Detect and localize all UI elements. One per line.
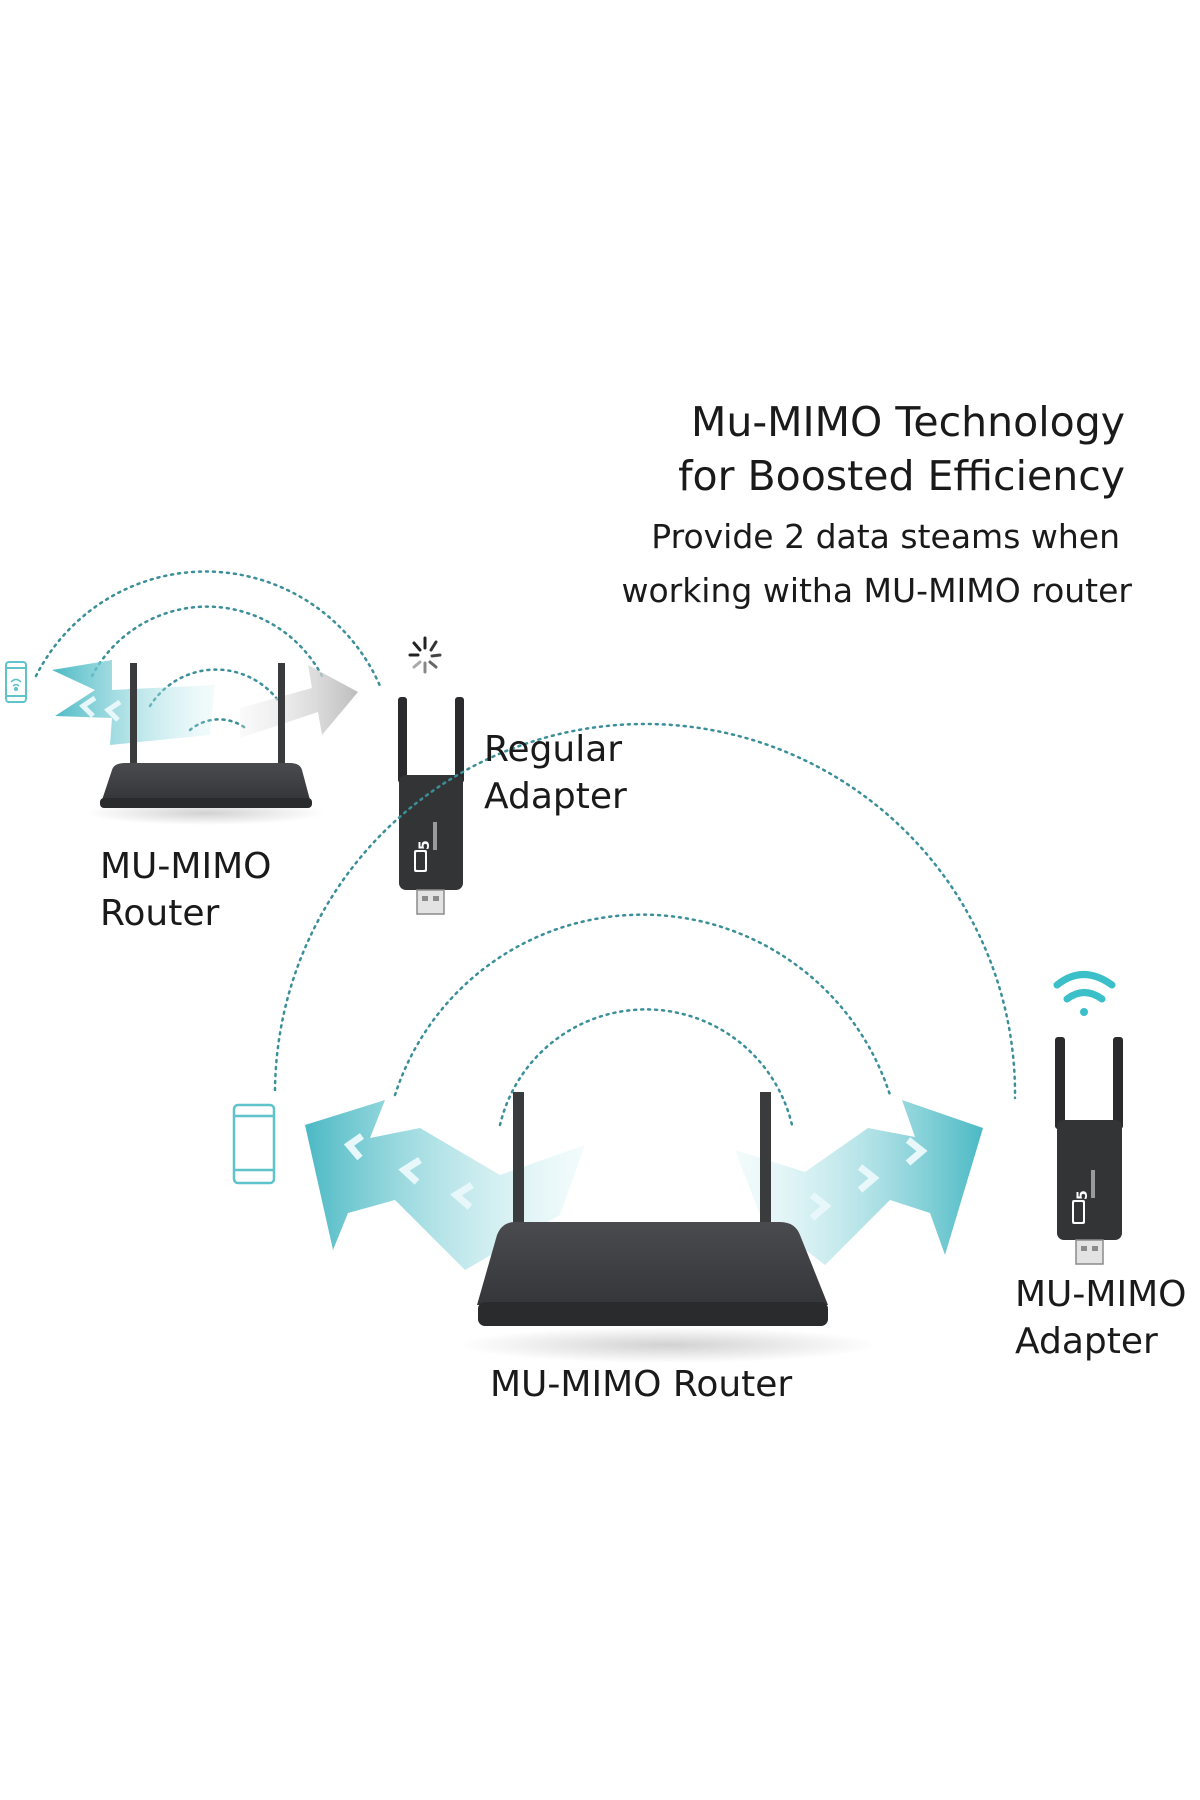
subtext-line-1: Provide 2 data steams when [651, 517, 1120, 556]
bottom-router-label: MU-MIMO Router [490, 1364, 793, 1405]
mu-mimo-adapter-label: MU-MIMO Adapter [1015, 1271, 1186, 1365]
top-arrow-right [240, 665, 358, 738]
top-router [85, 663, 325, 825]
bottom-phone-icon [232, 1103, 276, 1185]
headline-line-1: Mu-MIMO Technology [691, 398, 1125, 446]
headline-line-2: for Boosted Efficiency [678, 452, 1125, 500]
top-router-label-line-1: MU-MIMO [100, 846, 272, 887]
bottom-arrow-right [735, 1100, 983, 1265]
wifi-icon [1053, 971, 1116, 1016]
mu-mimo-adapter-label-line-1: MU-MIMO [1015, 1274, 1187, 1315]
bottom-adapter-badge: 5 [1075, 1190, 1091, 1200]
regular-adapter-label-line-2: Adapter [484, 776, 627, 817]
regular-adapter-label-line-1: Regular [484, 729, 623, 770]
top-phone-icon [5, 661, 27, 703]
top-router-label-line-2: Router [100, 893, 220, 934]
mu-mimo-adapter-label-line-2: Adapter [1015, 1321, 1158, 1362]
loading-spinner-icon [408, 636, 442, 674]
top-adapter-badge: 5 [417, 840, 433, 850]
top-router-label: MU-MIMO Router [100, 843, 271, 937]
regular-adapter-label: Regular Adapter [484, 726, 627, 820]
subtext-line-2: working witha MU-MIMO router [621, 571, 1132, 610]
bottom-wave-arcs [273, 722, 1017, 1127]
top-regular-adapter [398, 697, 464, 915]
bottom-mu-mimo-adapter [1055, 1037, 1123, 1265]
bottom-router [458, 1092, 878, 1363]
